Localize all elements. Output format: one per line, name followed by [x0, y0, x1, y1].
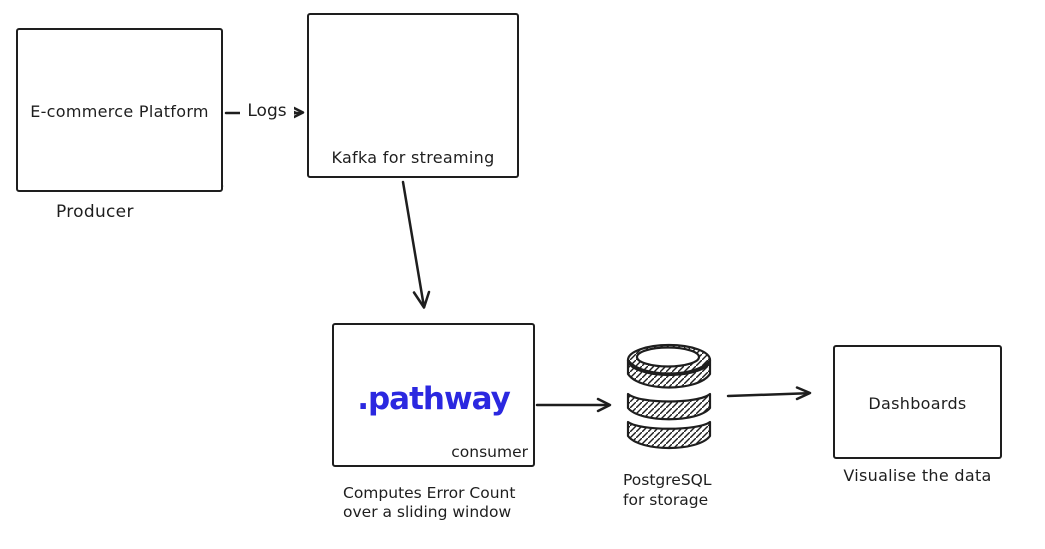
- pathway-logo: .pathway: [357, 381, 511, 417]
- dashboards-title: Dashboards: [868, 394, 967, 413]
- postgres-label-line1: PostgreSQL: [623, 471, 712, 489]
- kafka-to-consumer-arrow: [401, 180, 431, 309]
- dashboards-caption: Visualise the data: [843, 466, 992, 485]
- postgres-to-dashboards-arrow: [726, 386, 812, 401]
- database-icon: [626, 343, 712, 450]
- producer-caption: Producer: [56, 202, 134, 222]
- producer-box: [16, 28, 223, 192]
- consumer-to-postgres-arrow: [535, 397, 612, 413]
- consumer-caption-line1: Computes Error Count: [343, 484, 516, 502]
- logs-edge-label: Logs: [240, 101, 294, 121]
- postgres-label-line2: for storage: [623, 491, 709, 509]
- consumer-role-label: consumer: [451, 443, 528, 461]
- kafka-box: [307, 13, 519, 178]
- dashboards-box: [833, 345, 1002, 459]
- consumer-box: [332, 323, 535, 467]
- kafka-label: Kafka for streaming: [331, 148, 495, 167]
- producer-title: E-commerce Platform: [30, 102, 209, 121]
- consumer-caption-line2: over a sliding window: [343, 503, 512, 521]
